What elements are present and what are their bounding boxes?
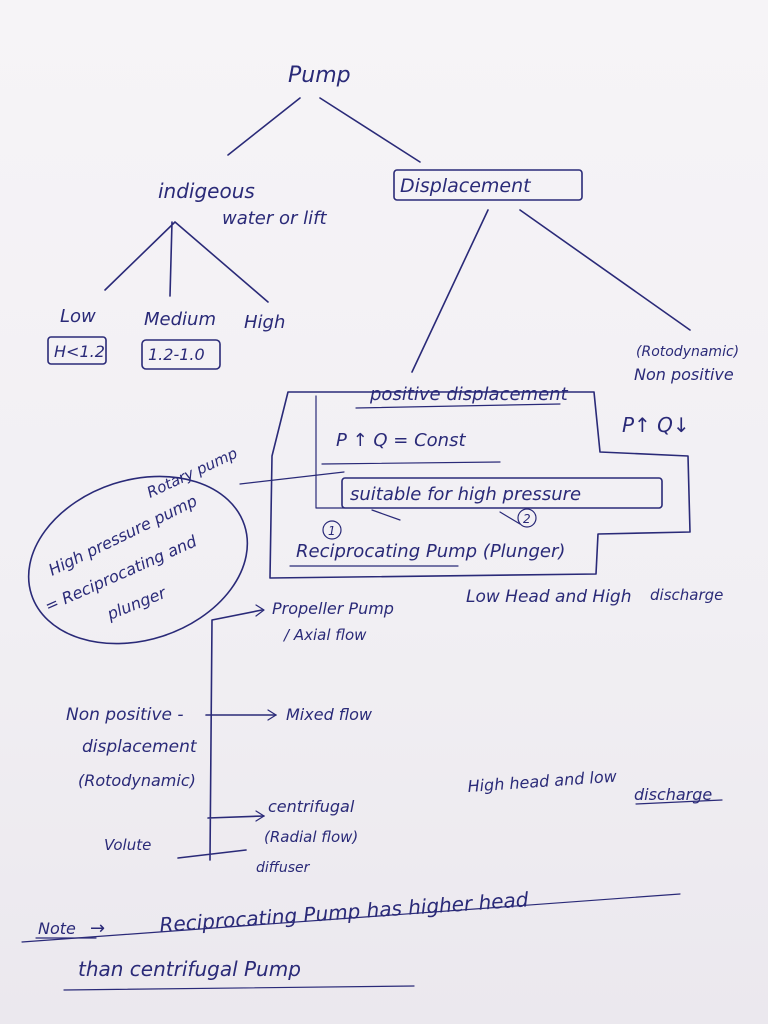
positive-title-underline [355, 403, 561, 409]
branch-propeller-line2: / Axial flow [282, 626, 367, 644]
indigenous-title: indigeous [158, 179, 255, 203]
footer-line2-underline [63, 985, 415, 991]
positive-bracket [315, 395, 345, 509]
rotodynamic-relation: P↑ Q↓ [622, 413, 690, 437]
positive-title: positive displacement [369, 384, 569, 405]
branch-propeller-line1: Propeller Pump [272, 599, 394, 618]
positive-example: Reciprocating Pump (Plunger) [296, 541, 565, 562]
lift-low-box [47, 336, 107, 365]
positive-outer-box [269, 391, 691, 579]
note-low-head-b: discharge [650, 586, 723, 604]
note-high-head-b: discharge [634, 785, 712, 804]
rotodynamic-line1: (Rotodynamic) [636, 344, 739, 360]
edge-displacement-positive [411, 209, 489, 373]
note-high-head-underline [635, 799, 723, 805]
footer-note-label: Note [38, 919, 76, 938]
positive-relation-underline [321, 461, 501, 465]
footer-arrow: → [90, 918, 105, 939]
suitable-text: suitable for high pressure [350, 484, 581, 505]
lift-high-label: High [244, 312, 285, 333]
positive-relation: P ↑ Q = Const [336, 430, 466, 451]
nonpositive-line3: (Rotodynamic) [78, 771, 196, 790]
marker-2-circle [517, 508, 537, 528]
suitable-box [341, 477, 663, 509]
nonpositive-line2: displacement [82, 737, 198, 757]
marker-1-circle [322, 520, 342, 540]
indigenous-subtitle: water or lift [222, 208, 327, 229]
note-high-head-a: High head and low [467, 767, 618, 796]
marker-2: 2 [523, 512, 531, 526]
displacement-box [393, 169, 583, 201]
lift-medium-label: Medium [144, 309, 216, 330]
edge-root-displacement [319, 97, 421, 163]
branch-centrifugal-line1: centrifugal [268, 797, 355, 816]
lift-low-range: H<1.2 [54, 342, 105, 361]
oval-line3: plunger [103, 583, 169, 625]
suitable-ticks [371, 509, 521, 525]
branch-tree [177, 609, 277, 861]
root-node: Pump [288, 63, 351, 88]
edge-root-indigenous [227, 97, 301, 156]
lift-low-label: Low [60, 306, 96, 327]
lift-medium-box [141, 339, 221, 370]
note-low-head-a: Low Head and High [466, 587, 632, 607]
edge-displacement-rotodynamic [519, 209, 691, 331]
oval-connector [239, 471, 345, 485]
footer-line1: Reciprocating Pump has higher head [159, 887, 530, 937]
displacement-label: Displacement [400, 175, 532, 197]
volute-label: Volute [104, 836, 151, 854]
high-pressure-oval [27, 475, 249, 645]
nonpositive-line1: Non positive - [66, 705, 184, 725]
lift-medium-range: 1.2-1.0 [148, 345, 205, 364]
rotodynamic-line2: Non positive [634, 365, 734, 384]
branch-mixed: Mixed flow [286, 705, 373, 724]
branch-arrowheads [255, 604, 277, 822]
footer-line2: than centrifugal Pump [78, 957, 301, 981]
edges-indigenous-lifts [104, 221, 269, 303]
branch-centrifugal-line3: diffuser [256, 860, 311, 876]
footer-line1-underline [21, 893, 681, 943]
branch-centrifugal-line2: (Radial flow) [264, 828, 358, 846]
marker-1: 1 [328, 524, 336, 538]
